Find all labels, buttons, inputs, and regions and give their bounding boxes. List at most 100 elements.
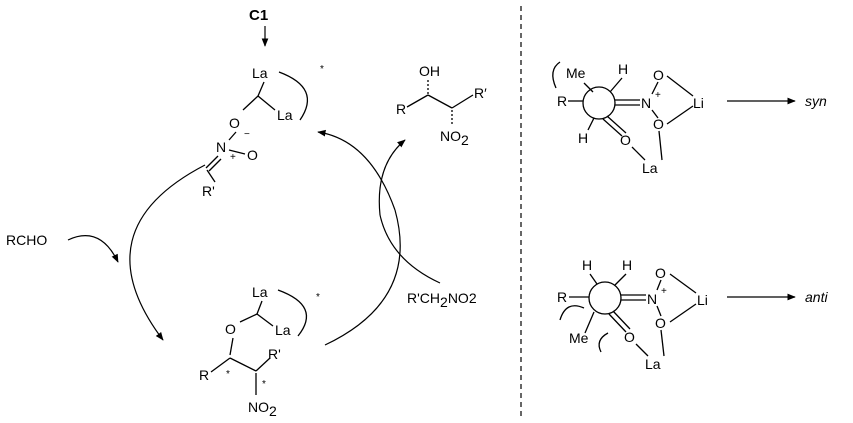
li-syn: Li (693, 95, 704, 111)
bond-h-anti-left (589, 273, 598, 285)
steric-arc-syn (552, 61, 561, 89)
bond-o-c-b (229, 337, 234, 356)
la-syn: La (642, 160, 658, 176)
la-atom-top-2: La (277, 107, 293, 123)
bond-r-c (406, 94, 429, 108)
h-anti-left: H (582, 257, 592, 273)
bond-n-o-syn-top (651, 81, 659, 95)
h-syn-top: H (618, 61, 628, 77)
r-prime-bottom: R' (268, 346, 281, 362)
steric-arc-anti-left (559, 305, 585, 321)
bond-la-o-anti (660, 329, 665, 357)
o-minus-charge-top: − (244, 129, 250, 140)
o-atom-top: O (229, 115, 240, 131)
bond-h-anti-right (614, 273, 627, 286)
la-anti: La (645, 356, 661, 372)
bond-n-o (228, 149, 246, 155)
syn-outcome-label: syn (805, 93, 827, 109)
bond-la-o-syn (658, 130, 663, 161)
r-bottom: R (199, 367, 209, 383)
nitroalkane-entry-arrow (379, 214, 441, 284)
bond-c-o-syn-a (602, 118, 623, 137)
bond-o-la-anti (635, 343, 649, 357)
bond-o-li-anti-bottom (669, 303, 697, 323)
anti-outcome-label: anti (805, 289, 828, 305)
bond-c-c (427, 94, 453, 109)
bond-la-c-b (256, 300, 263, 315)
n-atom-top: N (216, 139, 226, 155)
bond-c-la-b (256, 313, 274, 327)
r-product: R (396, 101, 406, 117)
cycle-arrow-bottom-right (324, 209, 401, 346)
bond-me-anti (584, 311, 595, 334)
bond-h-syn-top (609, 77, 623, 93)
bond-c-rprime-b (255, 357, 271, 372)
n-anti: N (647, 291, 657, 307)
nitroaldol-product: OH R R′ NO2 (396, 63, 487, 148)
bond-c-r (206, 169, 216, 183)
alkoxide-intermediate: La La * O R * * R' NO2 (199, 284, 320, 419)
aldehyde-reagent: RCHO (6, 232, 47, 248)
o-minus-atom-top: O (247, 147, 258, 163)
nitroalkane-reagent: R'CH2NO2 (407, 290, 477, 310)
o-syn-aldehyde: O (620, 132, 631, 148)
la-atom-bottom-2: La (275, 322, 291, 338)
oh-label: OH (419, 63, 440, 79)
bond-c-c-b (229, 357, 257, 372)
bond-c-n-double-b (208, 158, 222, 172)
o-anti-aldehyde: O (624, 329, 635, 345)
bond-o-li-syn-bottom (666, 105, 694, 125)
bond-la-c (257, 81, 265, 97)
la-bridge-arc-bottom (277, 289, 308, 337)
me-syn: Me (566, 65, 586, 81)
li-anti: Li (697, 292, 708, 308)
bond-me-syn (583, 82, 594, 93)
no2-product: NO2 (440, 128, 469, 148)
cycle-arrow-left (129, 164, 206, 341)
bond-c-o-anti-a (608, 313, 627, 333)
o-syn-top: O (653, 67, 664, 83)
la-bridge-arc (278, 71, 309, 121)
bond-c-o-b (239, 313, 258, 323)
newman-circle-syn (582, 86, 616, 120)
o-syn-bottom: O (653, 116, 664, 132)
bond-c-o-anti-b (612, 310, 631, 330)
newman-circle-anti (588, 281, 622, 315)
la-atom-top-1: La (252, 65, 268, 81)
nitronate-intermediate: La La * O N + O − R' (202, 64, 324, 199)
r-syn: R (557, 93, 567, 109)
bond-n-o-syn-bottom (651, 109, 659, 119)
r-anti: R (557, 289, 567, 305)
syn-transition-state: Me H R H N + O O Li O La syn (552, 61, 827, 176)
bond-o-la-syn (631, 146, 646, 161)
bond-c-rprime (451, 94, 474, 109)
steric-arc-anti-bottom (598, 332, 609, 353)
chiral-star-bottom-2: * (226, 369, 230, 380)
r-prime-top: R' (202, 183, 215, 199)
me-anti: Me (569, 330, 589, 346)
n-plus-top: + (230, 152, 236, 163)
o-anti-top: O (655, 265, 666, 281)
chiral-star-bottom-3: * (262, 379, 266, 390)
h-syn-bottom: H (578, 130, 588, 146)
bond-h-syn-bottom (587, 117, 595, 131)
catalyst-label: C1 (249, 7, 268, 24)
r-prime-product: R′ (474, 85, 487, 101)
h-anti-right: H (622, 257, 632, 273)
bond-o-li-syn-top (666, 75, 694, 97)
n-syn: N (641, 95, 651, 111)
n-plus-syn: + (655, 90, 661, 101)
no2-bottom: NO2 (248, 399, 277, 419)
chiral-star-top: * (320, 64, 324, 75)
chiral-star-bottom-1: * (316, 292, 320, 303)
bond-c-o-syn-b (606, 115, 627, 134)
la-atom-bottom-1: La (252, 284, 268, 300)
bond-o-li-anti-top (669, 273, 697, 294)
bond-r-c-b (210, 357, 231, 373)
o-atom-bottom: O (225, 321, 236, 337)
bond-n-o-anti-top (656, 279, 662, 291)
n-plus-anti: + (661, 286, 667, 297)
bond-c-o (242, 95, 259, 111)
product-release-arrow (378, 139, 406, 216)
